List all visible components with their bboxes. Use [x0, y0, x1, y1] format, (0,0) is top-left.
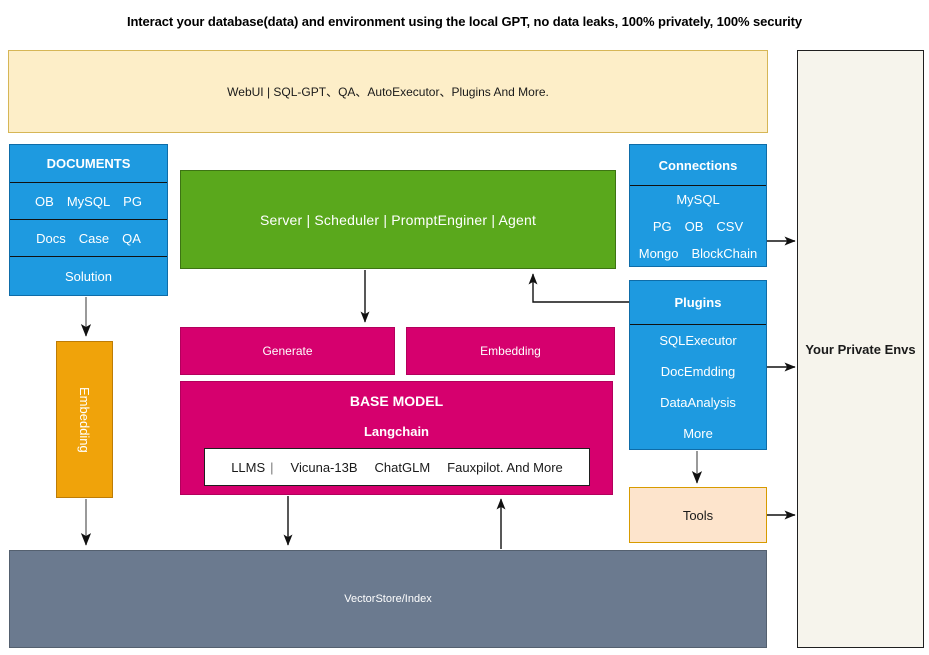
- plugins-header: Plugins: [630, 281, 766, 325]
- connections-cell-blockchain: BlockChain: [691, 246, 758, 261]
- connections-box: Connections MySQL PG OB CSV Mongo BlockC…: [629, 144, 767, 267]
- webui-banner: WebUI | SQL-GPT、QA、AutoExecutor、Plugins …: [8, 50, 768, 133]
- base-model-title: BASE MODEL: [349, 393, 444, 409]
- connections-cell-mongo: Mongo: [638, 246, 679, 261]
- server-label: Server | Scheduler | PromptEnginer | Age…: [259, 211, 537, 228]
- documents-box: DOCUMENTS OB MySQL PG Docs Case QA Solut…: [9, 144, 168, 296]
- llms-label: LLMS: [231, 459, 266, 475]
- private-envs-box: Your Private Envs: [797, 50, 924, 648]
- llms-item-vicuna: Vicuna-13B: [290, 459, 358, 475]
- documents-header: DOCUMENTS: [10, 145, 167, 183]
- base-model-subtitle: Langchain: [363, 424, 429, 439]
- documents-row-2: Solution: [10, 257, 167, 295]
- embedding-vertical-label: Embedding: [77, 386, 92, 453]
- documents-cell-ob: OB: [35, 193, 54, 209]
- embedding-label: Embedding: [480, 344, 541, 358]
- plugins-row-docemdding: DocEmdding: [660, 364, 736, 379]
- documents-cell-docs: Docs: [36, 230, 66, 246]
- llms-item-fauxpilot: Fauxpilot. And More: [447, 459, 563, 475]
- documents-cell-solution: Solution: [65, 268, 112, 284]
- documents-row-0: OB MySQL PG: [10, 183, 167, 220]
- documents-cell-qa: QA: [122, 230, 141, 246]
- vectorstore-box: VectorStore/Index: [9, 550, 767, 648]
- vectorstore-label: VectorStore/Index: [344, 593, 432, 605]
- embedding-vertical-box: Embedding: [56, 341, 113, 498]
- page-title: Interact your database(data) and environ…: [126, 14, 803, 29]
- generate-label: Generate: [262, 344, 313, 358]
- plugins-row-dataanalysis: DataAnalysis: [660, 395, 736, 410]
- plugins-box: Plugins SQLExecutor DocEmdding DataAnaly…: [629, 280, 767, 450]
- llms-divider: |: [270, 459, 274, 475]
- documents-cell-case: Case: [78, 230, 110, 246]
- llms-item-chatglm: ChatGLM: [374, 459, 431, 475]
- connections-row-2: Mongo BlockChain: [630, 240, 766, 267]
- embedding-box: Embedding: [406, 327, 615, 375]
- connections-cell-csv: CSV: [716, 219, 744, 234]
- documents-row-1: Docs Case QA: [10, 220, 167, 257]
- plugins-row-sqlexecutor: SQLExecutor: [659, 333, 737, 348]
- documents-cell-mysql: MySQL: [66, 193, 111, 209]
- webui-label: WebUI | SQL-GPT、QA、AutoExecutor、Plugins …: [227, 85, 549, 99]
- base-model-box: BASE MODEL Langchain LLMS | Vicuna-13B C…: [180, 381, 613, 495]
- documents-cell-pg: PG: [123, 193, 142, 209]
- plugins-row-more: More: [683, 426, 713, 441]
- private-envs-label: Your Private Envs: [805, 341, 916, 357]
- connections-row-1: PG OB CSV: [630, 213, 766, 240]
- connections-row-0: MySQL: [630, 186, 766, 213]
- generate-box: Generate: [180, 327, 395, 375]
- tools-label: Tools: [682, 507, 714, 523]
- connections-header: Connections: [630, 145, 766, 186]
- connections-cell-ob: OB: [684, 219, 704, 234]
- tools-box: Tools: [629, 487, 767, 543]
- llms-bar: LLMS | Vicuna-13B ChatGLM Fauxpilot. And…: [204, 448, 590, 486]
- arrow-plugins-to-server: [528, 273, 629, 303]
- connections-cell-pg: PG: [652, 219, 672, 234]
- connections-cell-mysql: MySQL: [676, 192, 720, 207]
- server-box: Server | Scheduler | PromptEnginer | Age…: [180, 170, 616, 269]
